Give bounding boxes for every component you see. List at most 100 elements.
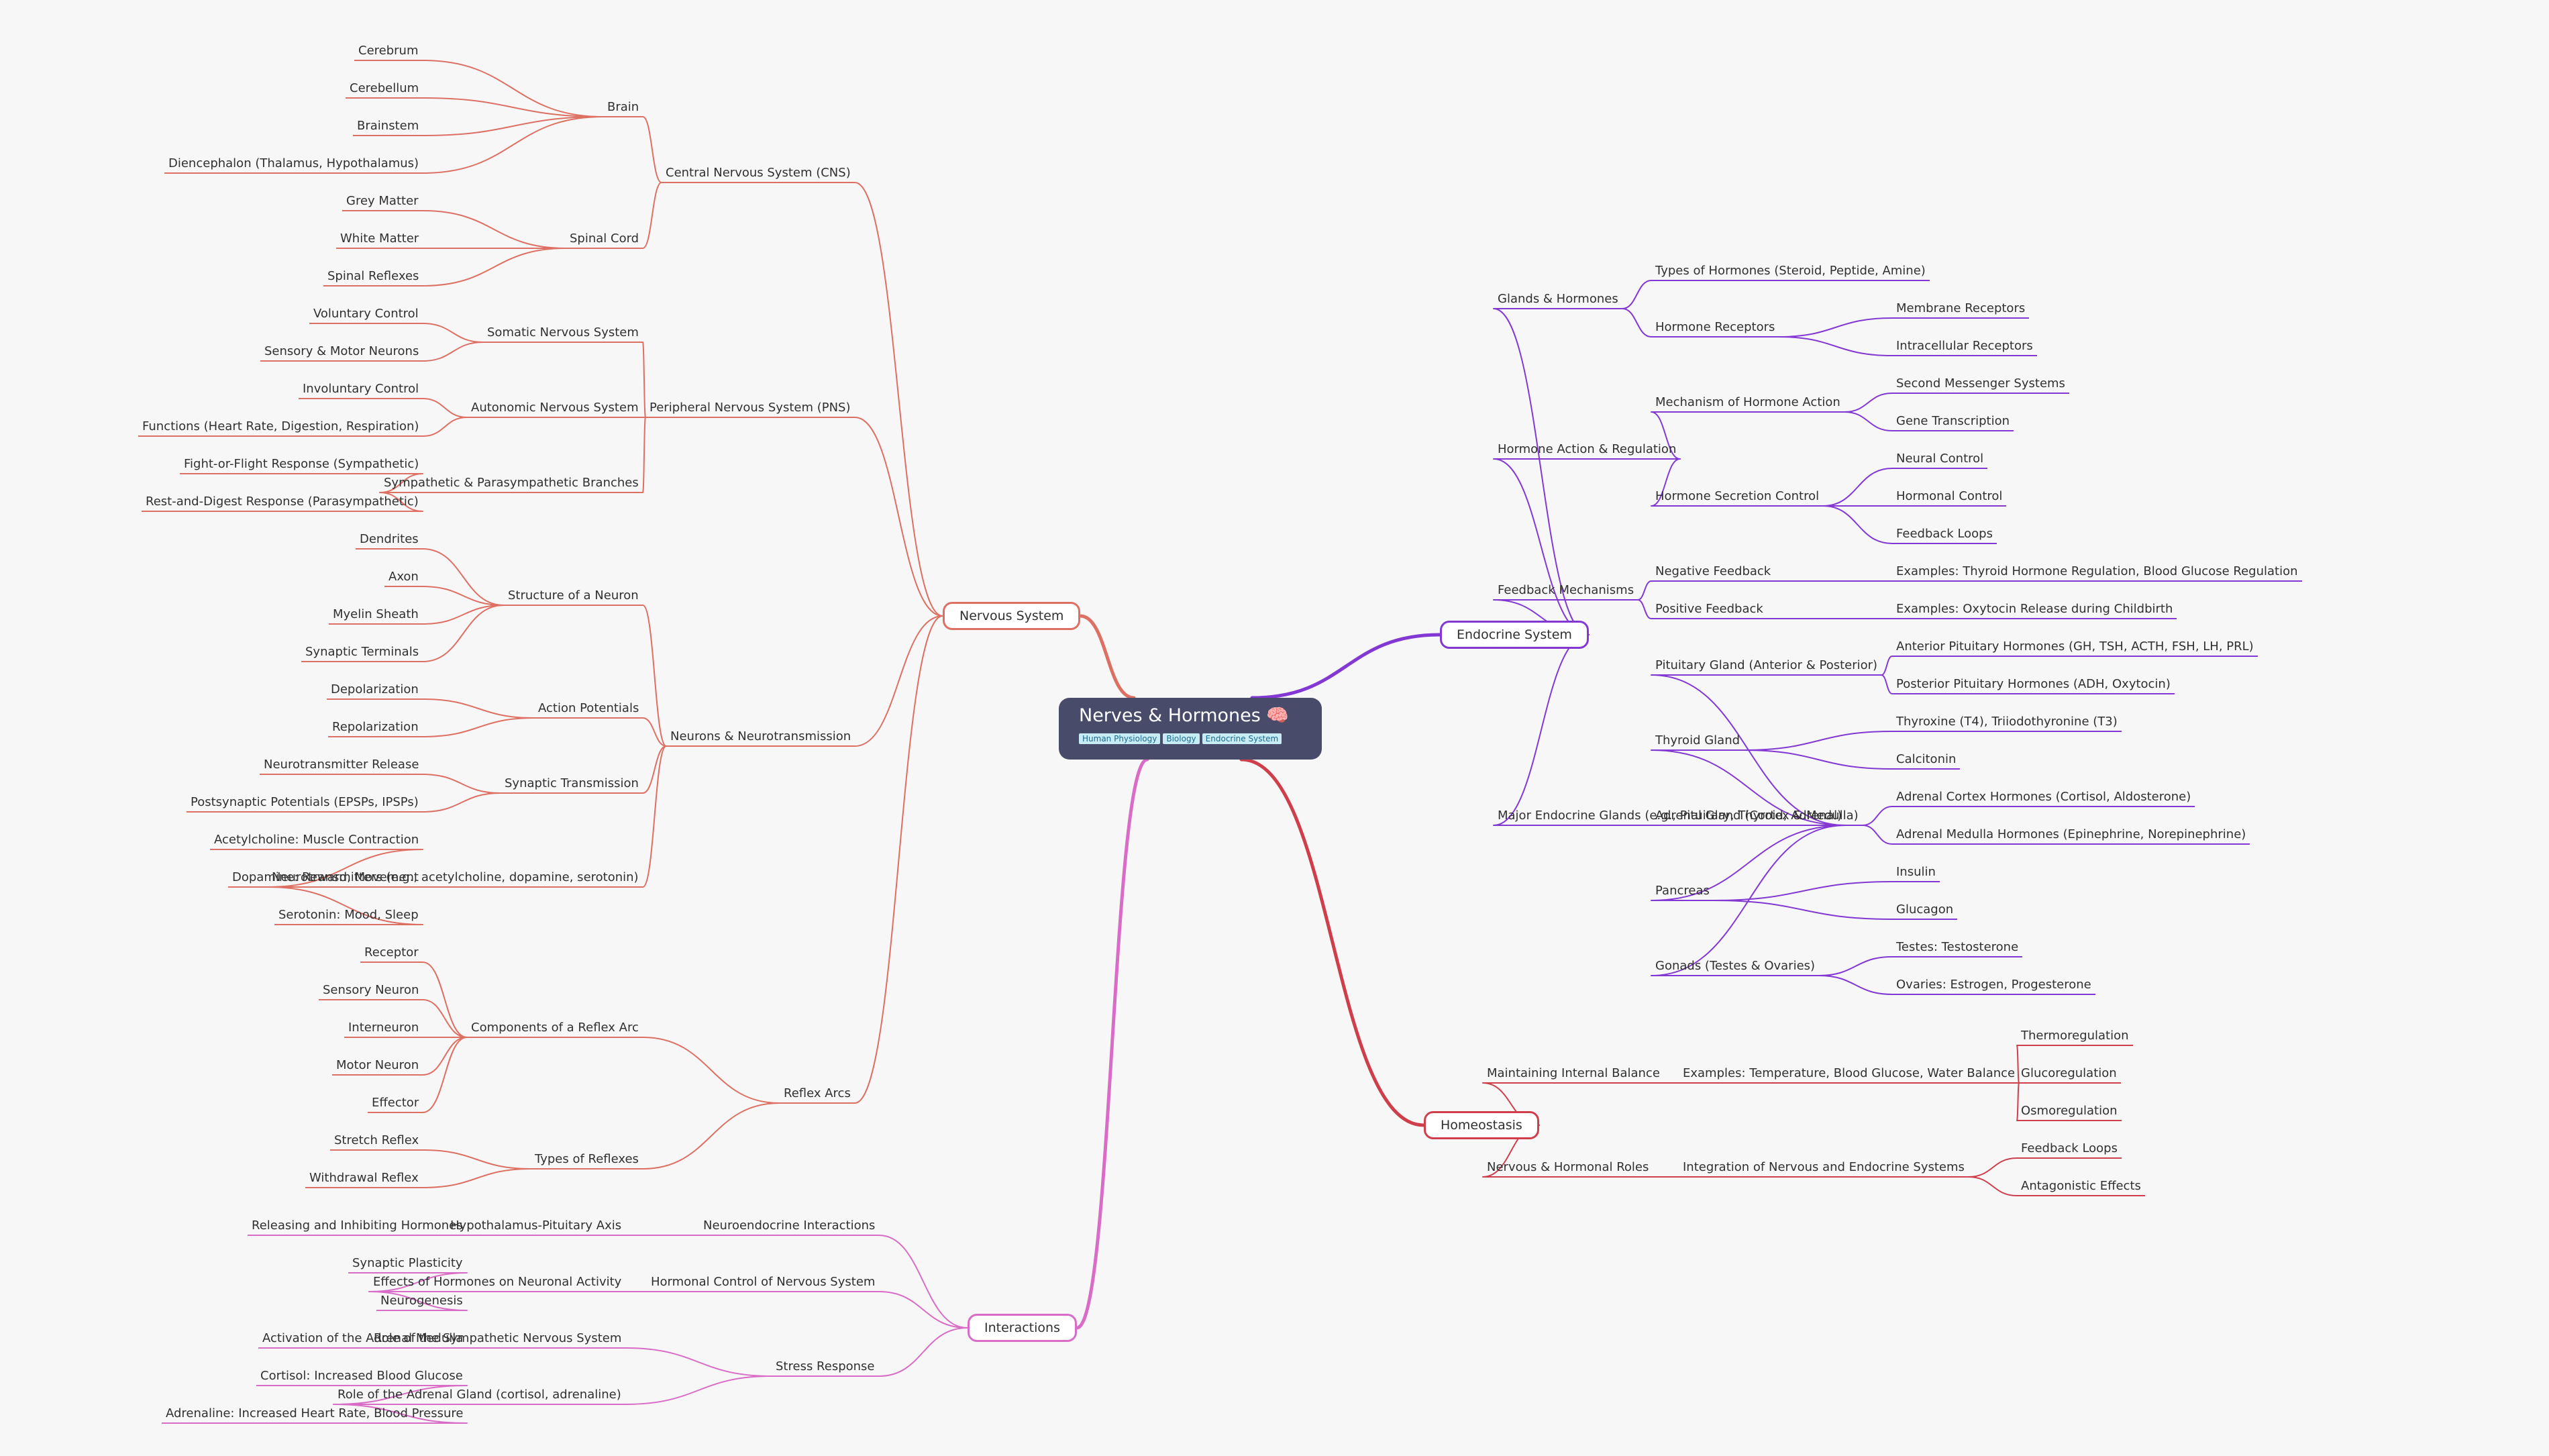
node-stress-response[interactable]: Stress Response xyxy=(776,1359,875,1373)
node-neural-control[interactable]: Neural Control xyxy=(1896,452,1984,466)
node-antagonistic-effects[interactable]: Antagonistic Effects xyxy=(2021,1179,2141,1193)
node-brain[interactable]: Brain xyxy=(607,100,639,114)
node-hypothalamus-pituitary-axis[interactable]: Hypothalamus-Pituitary Axis xyxy=(450,1218,622,1233)
node-motor-neuron[interactable]: Motor Neuron xyxy=(336,1058,419,1072)
tag-label[interactable]: Human Physiology xyxy=(1079,733,1161,744)
node-sensory-neuron[interactable]: Sensory Neuron xyxy=(323,983,419,997)
node-peripheral-nervous-system-pns[interactable]: Peripheral Nervous System (PNS) xyxy=(649,401,851,415)
node-types-of-reflexes[interactable]: Types of Reflexes xyxy=(535,1152,639,1166)
node-spinal-reflexes[interactable]: Spinal Reflexes xyxy=(327,269,419,283)
node-anterior-pituitary-hormones-gh-tsh-acth-fsh-lh-p[interactable]: Anterior Pituitary Hormones (GH, TSH, AC… xyxy=(1896,639,2254,654)
branch-endocrine-system[interactable]: Endocrine System xyxy=(1440,621,1589,649)
node-dopamine-reward-movement[interactable]: Dopamine: Reward, Movement xyxy=(232,870,419,884)
node-synaptic-plasticity[interactable]: Synaptic Plasticity xyxy=(352,1256,463,1270)
node-functions-heart-rate-digestion-respiration[interactable]: Functions (Heart Rate, Digestion, Respir… xyxy=(142,419,419,433)
node-autonomic-nervous-system[interactable]: Autonomic Nervous System xyxy=(471,401,639,415)
branch-interactions[interactable]: Interactions xyxy=(968,1314,1077,1342)
node-role-of-the-adrenal-gland-cortisol-adrenaline[interactable]: Role of the Adrenal Gland (cortisol, adr… xyxy=(337,1388,621,1402)
node-negative-feedback[interactable]: Negative Feedback xyxy=(1655,564,1771,578)
node-role-of-the-sympathetic-nervous-system[interactable]: Role of the Sympathetic Nervous System xyxy=(374,1331,622,1345)
node-hormonal-control[interactable]: Hormonal Control xyxy=(1896,489,2003,503)
node-glands-hormones[interactable]: Glands & Hormones xyxy=(1498,292,1618,306)
node-serotonin-mood-sleep[interactable]: Serotonin: Mood, Sleep xyxy=(278,908,419,922)
node-effects-of-hormones-on-neuronal-activity[interactable]: Effects of Hormones on Neuronal Activity xyxy=(373,1275,622,1289)
node-myelin-sheath[interactable]: Myelin Sheath xyxy=(333,607,419,621)
node-axon[interactable]: Axon xyxy=(388,570,419,584)
node-rest-and-digest-response-parasympathetic[interactable]: Rest-and-Digest Response (Parasympatheti… xyxy=(146,495,419,509)
tag-label[interactable]: Endocrine System xyxy=(1202,733,1282,744)
node-reflex-arcs[interactable]: Reflex Arcs xyxy=(784,1086,851,1100)
node-hormone-receptors[interactable]: Hormone Receptors xyxy=(1655,320,1775,334)
node-cortisol-increased-blood-glucose[interactable]: Cortisol: Increased Blood Glucose xyxy=(260,1369,463,1383)
node-calcitonin[interactable]: Calcitonin xyxy=(1896,752,1957,766)
node-pancreas[interactable]: Pancreas xyxy=(1655,884,1710,898)
node-membrane-receptors[interactable]: Membrane Receptors xyxy=(1896,301,2026,315)
branch-homeostasis[interactable]: Homeostasis xyxy=(1424,1111,1539,1139)
node-grey-matter[interactable]: Grey Matter xyxy=(346,194,419,208)
node-major-endocrine-glands-e-g-pituitary-thyroid-adr[interactable]: Major Endocrine Glands (e.g., Pituitary,… xyxy=(1498,809,1842,823)
node-white-matter[interactable]: White Matter xyxy=(340,231,419,246)
node-central-nervous-system-cns[interactable]: Central Nervous System (CNS) xyxy=(666,166,851,180)
node-neurotransmitters-e-g-acetylcholine-dopamine-ser[interactable]: Neurotransmitters (e.g., acetylcholine, … xyxy=(272,870,639,884)
node-involuntary-control[interactable]: Involuntary Control xyxy=(303,382,419,396)
node-structure-of-a-neuron[interactable]: Structure of a Neuron xyxy=(508,588,639,603)
node-feedback-mechanisms[interactable]: Feedback Mechanisms xyxy=(1498,583,1634,597)
node-action-potentials[interactable]: Action Potentials xyxy=(538,701,639,715)
node-testes-testosterone[interactable]: Testes: Testosterone xyxy=(1896,940,2019,954)
node-osmoregulation[interactable]: Osmoregulation xyxy=(2021,1104,2118,1118)
node-spinal-cord[interactable]: Spinal Cord xyxy=(570,231,639,246)
node-positive-feedback[interactable]: Positive Feedback xyxy=(1655,602,1763,616)
node-hormonal-control-of-nervous-system[interactable]: Hormonal Control of Nervous System xyxy=(651,1275,876,1289)
node-acetylcholine-muscle-contraction[interactable]: Acetylcholine: Muscle Contraction xyxy=(214,833,419,847)
node-voluntary-control[interactable]: Voluntary Control xyxy=(313,307,419,321)
branch-nervous-system[interactable]: Nervous System xyxy=(943,602,1081,630)
node-receptor[interactable]: Receptor xyxy=(364,945,419,959)
node-fight-or-flight-response-sympathetic[interactable]: Fight-or-Flight Response (Sympathetic) xyxy=(184,457,419,471)
node-examples-oxytocin-release-during-childbirth[interactable]: Examples: Oxytocin Release during Childb… xyxy=(1896,602,2173,616)
node-adrenal-cortex-hormones-cortisol-aldosterone[interactable]: Adrenal Cortex Hormones (Cortisol, Aldos… xyxy=(1896,790,2191,804)
node-neurogenesis[interactable]: Neurogenesis xyxy=(380,1294,463,1308)
node-posterior-pituitary-hormones-adh-oxytocin[interactable]: Posterior Pituitary Hormones (ADH, Oxyto… xyxy=(1896,677,2171,691)
node-diencephalon-thalamus-hypothalamus[interactable]: Diencephalon (Thalamus, Hypothalamus) xyxy=(168,156,419,170)
node-examples-thyroid-hormone-regulation-blood-glucos[interactable]: Examples: Thyroid Hormone Regulation, Bl… xyxy=(1896,564,2298,578)
node-adrenaline-increased-heart-rate-blood-pressure[interactable]: Adrenaline: Increased Heart Rate, Blood … xyxy=(166,1406,464,1420)
node-neurotransmitter-release[interactable]: Neurotransmitter Release xyxy=(264,758,419,772)
node-gonads-testes-ovaries[interactable]: Gonads (Testes & Ovaries) xyxy=(1655,959,1816,973)
node-thyroid-gland[interactable]: Thyroid Gland xyxy=(1655,733,1740,747)
node-glucagon[interactable]: Glucagon xyxy=(1896,902,1954,917)
node-gene-transcription[interactable]: Gene Transcription xyxy=(1896,414,2010,428)
node-insulin[interactable]: Insulin xyxy=(1896,865,1936,879)
node-feedback-loops[interactable]: Feedback Loops xyxy=(1896,527,1993,541)
node-glucoregulation[interactable]: Glucoregulation xyxy=(2021,1066,2117,1080)
node-sympathetic-parasympathetic-branches[interactable]: Sympathetic & Parasympathetic Branches xyxy=(384,476,639,490)
node-interneuron[interactable]: Interneuron xyxy=(348,1021,419,1035)
node-dendrites[interactable]: Dendrites xyxy=(360,532,419,546)
node-components-of-a-reflex-arc[interactable]: Components of a Reflex Arc xyxy=(471,1021,639,1035)
node-stretch-reflex[interactable]: Stretch Reflex xyxy=(334,1133,419,1147)
node-integration-of-nervous-and-endocrine-systems[interactable]: Integration of Nervous and Endocrine Sys… xyxy=(1683,1160,1965,1174)
node-pituitary-gland-anterior-posterior[interactable]: Pituitary Gland (Anterior & Posterior) xyxy=(1655,658,1878,672)
node-maintaining-internal-balance[interactable]: Maintaining Internal Balance xyxy=(1487,1066,1660,1080)
node-synaptic-terminals[interactable]: Synaptic Terminals xyxy=(305,645,419,659)
node-mechanism-of-hormone-action[interactable]: Mechanism of Hormone Action xyxy=(1655,395,1840,409)
node-activation-of-the-adrenal-medulla[interactable]: Activation of the Adrenal Medulla xyxy=(262,1331,464,1345)
node-brainstem[interactable]: Brainstem xyxy=(357,119,419,133)
node-intracellular-receptors[interactable]: Intracellular Receptors xyxy=(1896,339,2033,353)
node-adrenal-medulla-hormones-epinephrine-norepinephr[interactable]: Adrenal Medulla Hormones (Epinephrine, N… xyxy=(1896,827,2246,841)
node-somatic-nervous-system[interactable]: Somatic Nervous System xyxy=(487,325,639,340)
node-nervous-hormonal-roles[interactable]: Nervous & Hormonal Roles xyxy=(1487,1160,1649,1174)
node-neuroendocrine-interactions[interactable]: Neuroendocrine Interactions xyxy=(703,1218,876,1233)
node-types-of-hormones-steroid-peptide-amine[interactable]: Types of Hormones (Steroid, Peptide, Ami… xyxy=(1655,264,1926,278)
node-effector[interactable]: Effector xyxy=(372,1096,419,1110)
node-withdrawal-reflex[interactable]: Withdrawal Reflex xyxy=(309,1171,419,1185)
node-adrenal-gland-cortex-medulla[interactable]: Adrenal Gland (Cortex & Medulla) xyxy=(1655,809,1859,823)
node-cerebrum[interactable]: Cerebrum xyxy=(358,44,419,58)
node-hormone-secretion-control[interactable]: Hormone Secretion Control xyxy=(1655,489,1820,503)
node-thermoregulation[interactable]: Thermoregulation xyxy=(2021,1029,2129,1043)
node-ovaries-estrogen-progesterone[interactable]: Ovaries: Estrogen, Progesterone xyxy=(1896,978,2091,992)
node-releasing-and-inhibiting-hormones[interactable]: Releasing and Inhibiting Hormones xyxy=(252,1218,463,1233)
tag-label[interactable]: Biology xyxy=(1163,733,1200,744)
node-neurons-neurotransmission[interactable]: Neurons & Neurotransmission xyxy=(670,729,851,743)
node-depolarization[interactable]: Depolarization xyxy=(331,682,419,696)
